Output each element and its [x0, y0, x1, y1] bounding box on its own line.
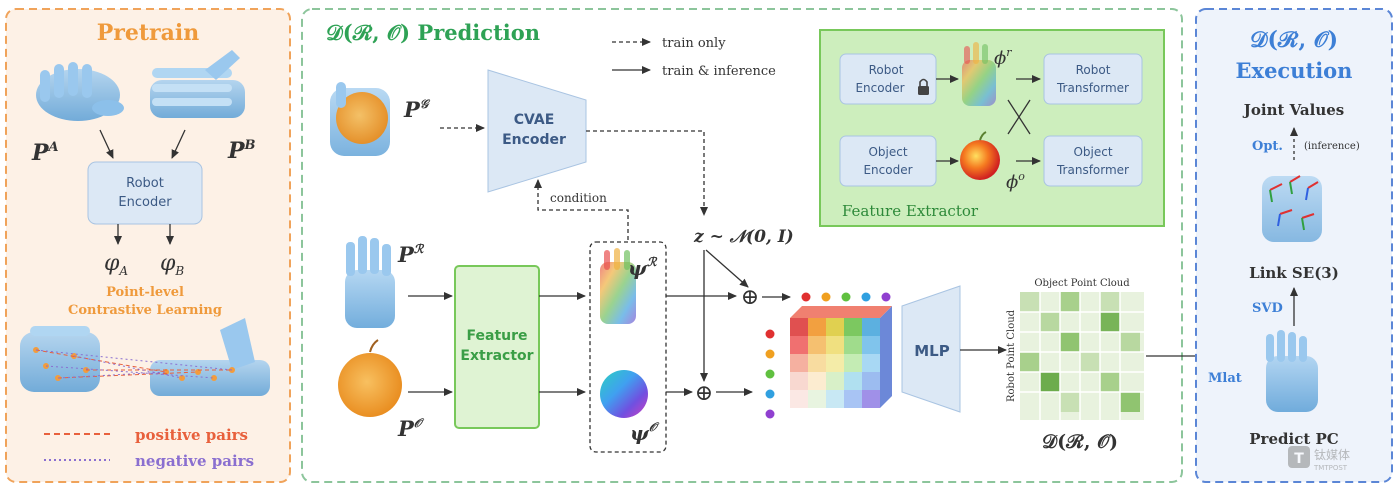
svg-text:Object: Object — [868, 145, 907, 159]
line-legend: train only train & inference — [612, 36, 776, 79]
svg-text:Encoder: Encoder — [502, 132, 566, 148]
predict-pc-label: Predict PC — [1249, 430, 1338, 448]
robot-transformer-box: Robot Transformer — [1043, 53, 1143, 105]
opt-label: Opt. — [1252, 139, 1283, 154]
svg-text:Feature: Feature — [467, 328, 528, 344]
pretrain-robot-encoder-box: Robot Encoder — [87, 161, 203, 225]
predicted-hand-image — [1266, 330, 1318, 412]
phi-r-label: ϕr — [994, 46, 1012, 69]
feature-cube — [765, 292, 892, 419]
execution-title-line1: 𝒟(ℛ, 𝒪) — [1250, 27, 1338, 53]
object-feature-apple-image — [960, 131, 1000, 180]
pretrain-caption-line1: Point-level — [106, 285, 184, 300]
prediction-panel: 𝒟(ℛ, 𝒪) Prediction train only train & in… — [301, 8, 1253, 483]
svg-text:Robot: Robot — [126, 176, 164, 191]
matrix-side-label: Robot Point Cloud — [1006, 309, 1017, 402]
matrix-caption: 𝒟(ℛ, 𝒪) — [1042, 431, 1118, 453]
svg-text:CVAE: CVAE — [514, 112, 555, 128]
svg-text:Encoder: Encoder — [118, 195, 172, 210]
oplus-bottom: ⊕ — [695, 381, 713, 406]
feature-extractor-detail-panel: Robot Encoder Object Encoder ϕr ϕo — [819, 29, 1165, 227]
feature-extractor-caption: Feature Extractor — [842, 202, 979, 220]
psi-o-label: ψ𝒪 — [630, 420, 660, 445]
svg-text:negative pairs: negative pairs — [135, 452, 254, 470]
tmtpost-watermark: T 钛媒体 TMTPOST — [1288, 446, 1350, 472]
contrastive-hands-image — [20, 318, 270, 396]
hand-a-image — [36, 62, 124, 121]
psi-features-box — [589, 241, 667, 453]
matrix-top-label: Object Point Cloud — [1034, 278, 1130, 289]
svg-text:Robot: Robot — [1076, 63, 1111, 77]
distance-matrix: Object Point Cloud Robot Point Cloud — [1006, 278, 1144, 453]
inference-label: (inference) — [1304, 141, 1360, 152]
hand-b-image — [150, 50, 245, 118]
cube-side-dots — [765, 329, 775, 419]
svg-text:train only: train only — [662, 36, 726, 51]
po-label: P𝒪 — [397, 416, 425, 441]
pb-label: PB — [227, 138, 256, 164]
svg-text:T: T — [1294, 451, 1304, 467]
object-apple-image — [338, 339, 402, 417]
svg-text:TMTPOST: TMTPOST — [1313, 464, 1348, 472]
svg-text:Encoder: Encoder — [863, 163, 912, 177]
prediction-title: 𝒟(ℛ, 𝒪) Prediction — [326, 20, 540, 45]
oplus-top: ⊕ — [741, 285, 759, 310]
svd-label: SVD — [1252, 301, 1283, 316]
execution-title-line2: Execution — [1236, 58, 1353, 83]
svg-text:Encoder: Encoder — [855, 81, 904, 95]
lock-icon — [918, 78, 929, 95]
svg-text:Transformer: Transformer — [1056, 81, 1129, 95]
mlp-box: MLP — [901, 285, 961, 413]
link-se3-label: Link SE(3) — [1249, 264, 1339, 282]
legend-negative: negative pairs — [44, 452, 254, 470]
svg-text:train & inference: train & inference — [662, 64, 776, 79]
link-frames-hand-image — [1262, 175, 1322, 242]
phi-o-label: ϕo — [1006, 170, 1025, 193]
object-encoder-box: Object Encoder — [839, 135, 937, 187]
pretrain-panel: Pretrain PA PB Robot Encoder — [5, 8, 291, 483]
svg-text:MLP: MLP — [914, 342, 949, 360]
svg-text:Transformer: Transformer — [1056, 163, 1129, 177]
psi-r-label: ψℛ — [628, 255, 658, 280]
svg-text:Extractor: Extractor — [460, 348, 533, 364]
object-transformer-box: Object Transformer — [1043, 135, 1143, 187]
mlat-label: Mlat — [1208, 371, 1242, 386]
pretrain-caption-line2: Contrastive Learning — [68, 303, 222, 318]
grasp-image — [330, 82, 390, 156]
pr-label: Pℛ — [397, 242, 425, 267]
svg-text:Object: Object — [1073, 145, 1112, 159]
pretrain-title: Pretrain — [97, 20, 200, 46]
svg-text:Robot: Robot — [869, 63, 904, 77]
robot-hand-image — [345, 236, 395, 328]
cube-top-dots — [801, 292, 891, 302]
robot-encoder-box: Robot Encoder — [839, 53, 937, 105]
robot-feature-hand-image — [962, 42, 996, 106]
phi-b-label: φB — [160, 251, 184, 278]
pg-label: P𝒢 — [403, 97, 431, 122]
legend-positive: positive pairs — [44, 426, 248, 444]
pa-label: PA — [31, 140, 59, 166]
execution-panel: 𝒟(ℛ, 𝒪) Execution Joint Values Opt. (inf… — [1195, 8, 1393, 483]
condition-label: condition — [550, 191, 607, 205]
z-label: z ~ 𝒩(0, I) — [693, 227, 794, 247]
joint-values-label: Joint Values — [1242, 101, 1344, 119]
cvae-encoder-box: CVAE Encoder — [487, 69, 587, 193]
svg-text:钛媒体: 钛媒体 — [1314, 447, 1350, 462]
phi-a-label: φA — [104, 251, 128, 278]
svg-text:positive pairs: positive pairs — [135, 426, 248, 444]
feature-extractor-box: Feature Extractor — [454, 265, 540, 429]
